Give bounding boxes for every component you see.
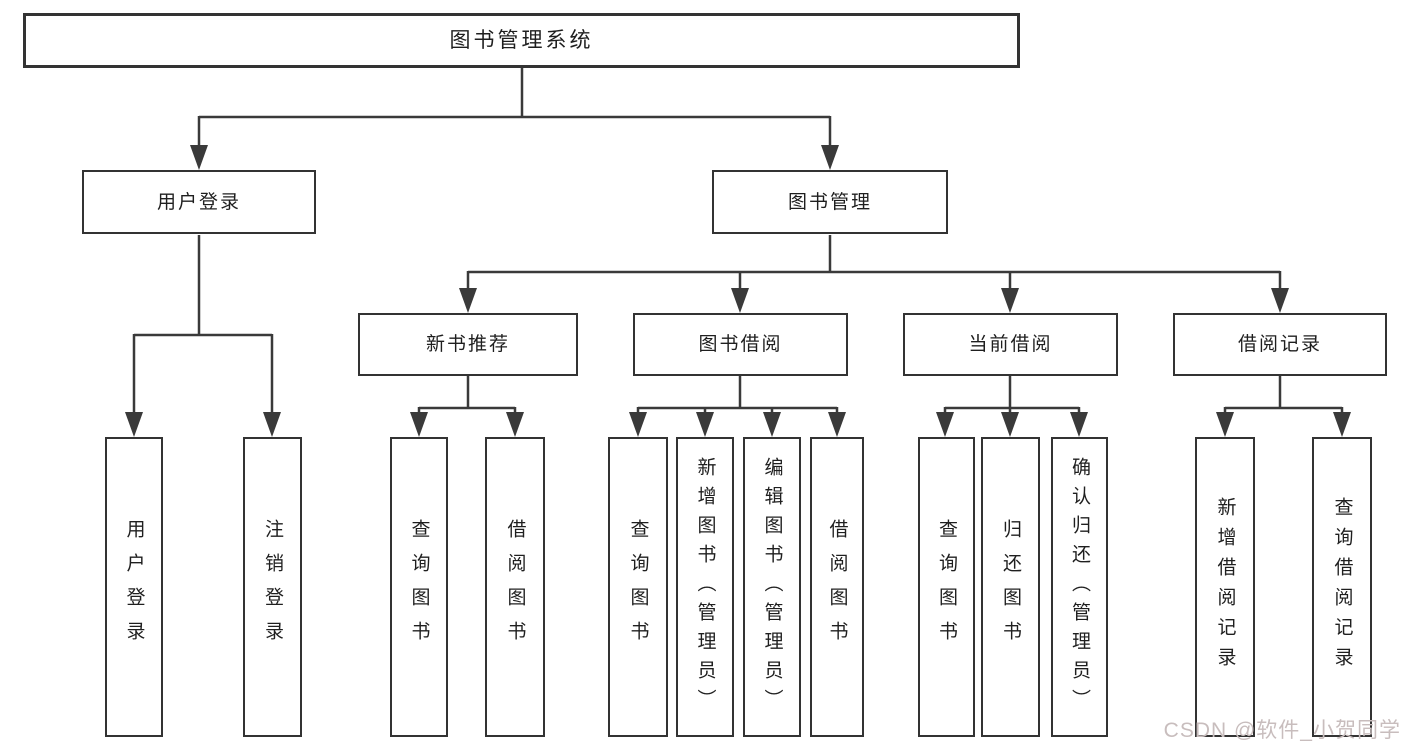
- leaf-user-login: 用户登录: [105, 437, 163, 737]
- node-book-management: 图书管理: [712, 170, 948, 234]
- node-book-borrowing: 图书借阅: [633, 313, 848, 376]
- node-borrow-records: 借阅记录: [1173, 313, 1387, 376]
- connector-segments: [132, 68, 1344, 415]
- leaf-logout: 注销登录: [243, 437, 302, 737]
- node-library-management-system: 图书管理系统: [23, 13, 1020, 68]
- leaf-return-books: 归还图书: [981, 437, 1040, 737]
- leaf-query-borrow-record: 查询借阅记录: [1312, 437, 1372, 737]
- node-current-borrowing: 当前借阅: [903, 313, 1118, 376]
- leaf-borrow-books-recommend: 借阅图书: [485, 437, 545, 737]
- node-user-login: 用户登录: [82, 170, 316, 234]
- leaf-add-books-admin: 新增图书（管理员）: [676, 437, 734, 737]
- watermark: CSDN @软件_小贺同学: [1163, 719, 1401, 742]
- leaf-borrow-books-borrowing: 借阅图书: [810, 437, 864, 737]
- leaf-query-books-recommend: 查询图书: [390, 437, 448, 737]
- leaf-edit-books-admin: 编辑图书（管理员）: [743, 437, 801, 737]
- leaf-add-borrow-record: 新增借阅记录: [1195, 437, 1255, 737]
- leaf-confirm-return-admin: 确认归还（管理员）: [1051, 437, 1108, 737]
- node-new-book-recommend: 新书推荐: [358, 313, 578, 376]
- leaf-query-books-current: 查询图书: [918, 437, 975, 737]
- arrow-down-icons: [125, 145, 1351, 437]
- leaf-query-books-borrowing: 查询图书: [608, 437, 668, 737]
